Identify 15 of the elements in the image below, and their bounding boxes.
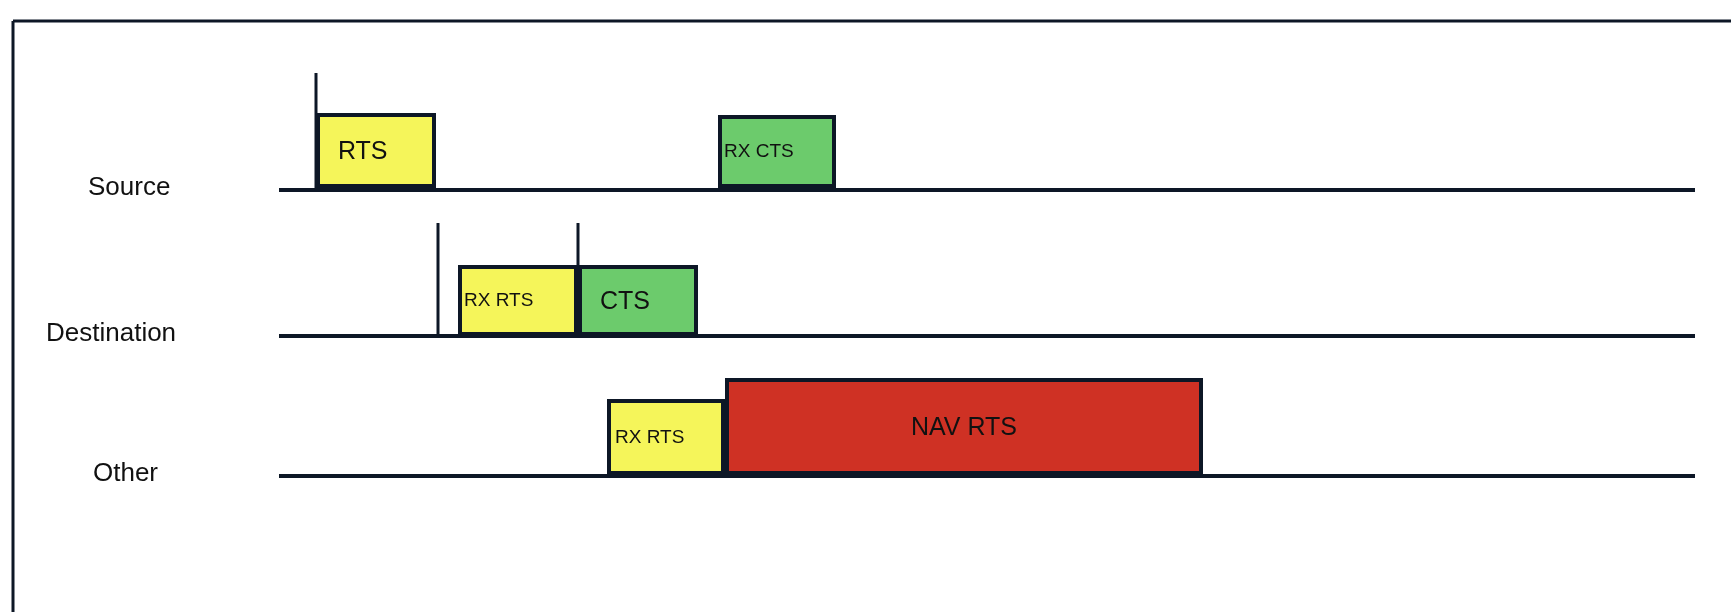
frame-box: [316, 113, 436, 188]
frame-box: [578, 265, 698, 336]
frame-label: RX RTS: [464, 288, 534, 313]
nav-frame: [725, 378, 1203, 475]
frame-box: [718, 115, 836, 188]
frame-box: [458, 265, 578, 336]
frame-box: [607, 399, 725, 475]
lane-label: Source: [88, 173, 171, 199]
lane-label: Destination: [46, 319, 177, 345]
frame-label: RX CTS: [724, 139, 794, 164]
frame-label: RX RTS: [615, 424, 685, 449]
lane-label: Other: [93, 459, 159, 485]
frame-label: RTS: [338, 134, 388, 166]
frame-label: NAV RTS: [910, 410, 1017, 442]
frame-label: CTS: [600, 284, 650, 316]
